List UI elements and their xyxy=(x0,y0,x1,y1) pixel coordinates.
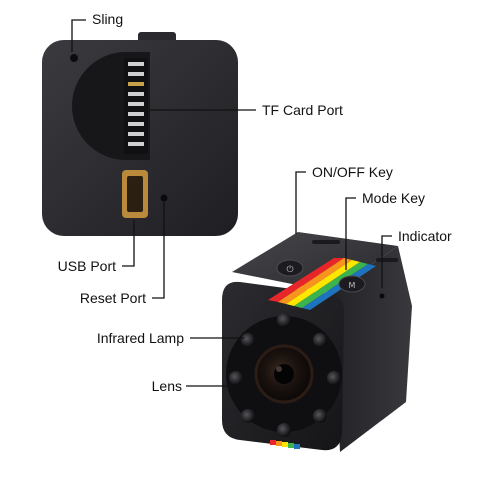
indicator-led xyxy=(379,293,385,299)
infrared-lamps xyxy=(229,313,341,437)
label-reset-port: Reset Port xyxy=(80,290,146,306)
reset-leader xyxy=(152,202,165,299)
leader-lines xyxy=(71,19,392,387)
indicator-leader xyxy=(381,235,392,288)
svg-text:⏻: ⏻ xyxy=(286,264,293,275)
usb-port-inner xyxy=(127,176,143,212)
reset-hole xyxy=(160,194,168,202)
label-mode-key: Mode Key xyxy=(362,190,425,206)
lens-glare xyxy=(276,366,282,372)
mode-key-leader xyxy=(345,197,356,270)
top-vent-2 xyxy=(376,258,398,262)
sling-hole xyxy=(70,54,78,62)
label-tf-card-port: TF Card Port xyxy=(262,102,343,118)
label-usb-port: USB Port xyxy=(58,258,116,274)
cube-right-face xyxy=(332,246,412,452)
label-indicator: Indicator xyxy=(398,228,452,244)
top-vent-1 xyxy=(312,240,340,244)
on-off-leader xyxy=(295,171,306,234)
cube-top-face xyxy=(232,232,398,292)
rainbow-stripe-bottom xyxy=(270,440,300,449)
camera-back-view xyxy=(42,32,238,236)
rainbow-stripe xyxy=(268,258,376,310)
label-lens: Lens xyxy=(152,378,182,394)
label-sling: Sling xyxy=(92,11,123,27)
camera-front-view: ⏻ M xyxy=(222,232,412,452)
mode-key: M xyxy=(338,275,366,293)
label-infrared-lamp: Infrared Lamp xyxy=(97,330,184,346)
power-key: ⏻ xyxy=(276,259,304,277)
label-on-off-key: ON/OFF Key xyxy=(312,164,393,180)
svg-text:M: M xyxy=(349,281,356,290)
tf-card-contacts xyxy=(128,62,144,146)
usb-leader xyxy=(122,220,135,267)
sling-leader xyxy=(71,19,86,52)
